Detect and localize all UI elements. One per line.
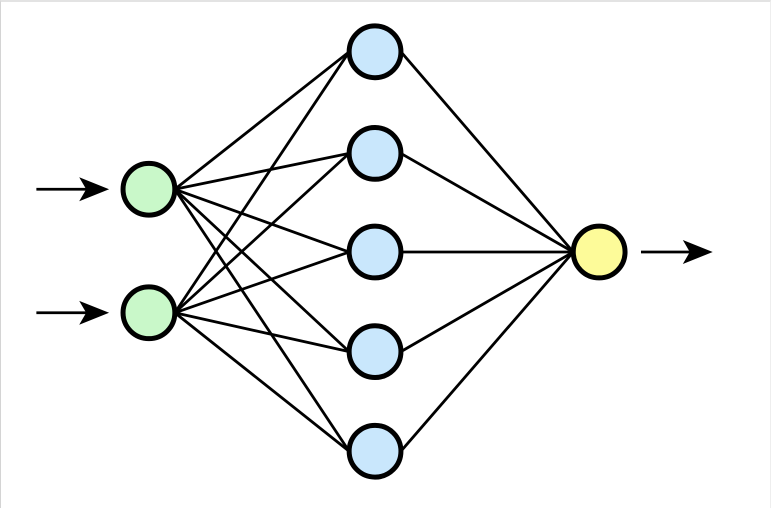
connection-input-1-to-hidden-4 [173, 188, 351, 353]
output-arrow-head-icon [682, 240, 713, 264]
hidden-node-2 [346, 125, 404, 182]
hidden-node-5 [346, 422, 404, 480]
input-node-1 [120, 160, 178, 218]
connection-input-1-to-hidden-5 [173, 188, 351, 452]
connection-hidden-1-to-output-1 [399, 50, 575, 253]
hidden-node-3 [346, 223, 404, 281]
connection-hidden-4-to-output-1 [400, 250, 574, 353]
io-arrows [36, 177, 713, 325]
connection-input-2-to-hidden-1 [173, 51, 351, 314]
connection-input-2-to-hidden-5 [173, 311, 351, 453]
connection-input-1-to-hidden-2 [174, 152, 350, 191]
connection-input-1-to-hidden-3 [174, 187, 350, 254]
connection-input-1-to-hidden-1 [173, 50, 351, 191]
connection-hidden-2-to-output-1 [400, 152, 574, 254]
input-arrow-2-head-icon [79, 300, 110, 325]
output-node-1 [570, 223, 628, 281]
connection-edges [173, 50, 575, 453]
input-arrow-1 [36, 177, 110, 202]
connection-hidden-5-to-output-1 [399, 251, 575, 453]
connection-input-2-to-hidden-3 [174, 250, 350, 315]
network-nodes [120, 23, 628, 480]
output-arrow [640, 240, 713, 264]
hidden-node-1 [346, 23, 404, 81]
input-arrow-2 [36, 300, 110, 325]
input-node-2 [120, 284, 178, 342]
connection-input-2-to-hidden-2 [173, 152, 351, 314]
input-arrow-1-head-icon [79, 177, 110, 202]
connection-input-2-to-hidden-4 [174, 311, 350, 353]
hidden-node-4 [346, 323, 404, 381]
